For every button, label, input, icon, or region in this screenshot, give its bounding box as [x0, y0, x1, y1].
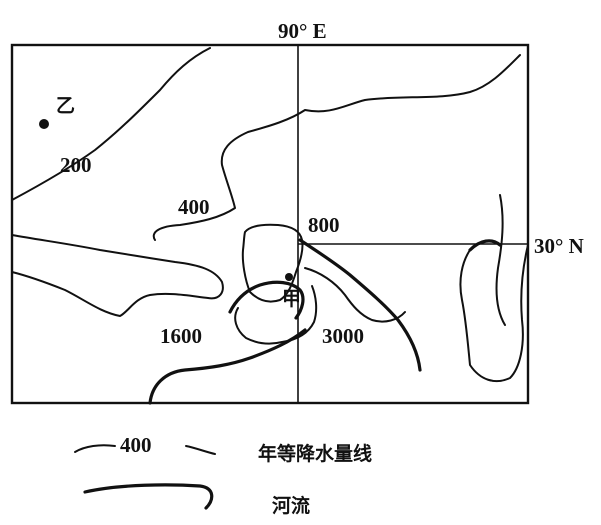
point-yi-marker — [39, 119, 49, 129]
river-east-tributary — [468, 239, 502, 252]
isohyet-800 — [241, 223, 304, 303]
legend-isohyet-text: 年等降水量线 — [258, 442, 372, 465]
isohyet-400 — [152, 54, 521, 241]
map-legend: 400 年等降水量线 河流 — [74, 433, 372, 517]
legend-river-text: 河流 — [272, 494, 310, 517]
legend-river-line — [83, 483, 214, 510]
isohyet-west-band — [11, 234, 224, 317]
legend-isohyet-line-left — [74, 444, 116, 453]
point-yi-label: 乙 — [56, 95, 75, 117]
isohyet-east-inner — [495, 194, 506, 326]
latitude-label: 30° N — [534, 234, 584, 258]
isoline-label-400: 400 — [178, 195, 210, 219]
isohyet-3000 — [304, 267, 406, 323]
river-yarlung — [228, 280, 305, 320]
point-jia-label: 甲 — [282, 288, 301, 310]
map-frame — [10, 43, 530, 405]
isohyet-1600 — [234, 285, 318, 345]
isoline-label-200: 200 — [60, 153, 92, 177]
legend-isohyet-line-right — [185, 445, 216, 455]
legend-isohyet-sample: 400 — [120, 433, 152, 457]
longitude-label: 90° E — [278, 19, 327, 43]
isohyet-east — [459, 244, 529, 383]
point-jia-marker — [285, 273, 293, 281]
river-main — [148, 328, 307, 405]
isoline-label-800: 800 — [308, 213, 340, 237]
isohyet-200 — [11, 47, 211, 201]
river-east-branch — [298, 238, 422, 372]
isoline-label-3000: 3000 — [322, 324, 364, 348]
isoline-label-1600: 1600 — [160, 324, 202, 348]
